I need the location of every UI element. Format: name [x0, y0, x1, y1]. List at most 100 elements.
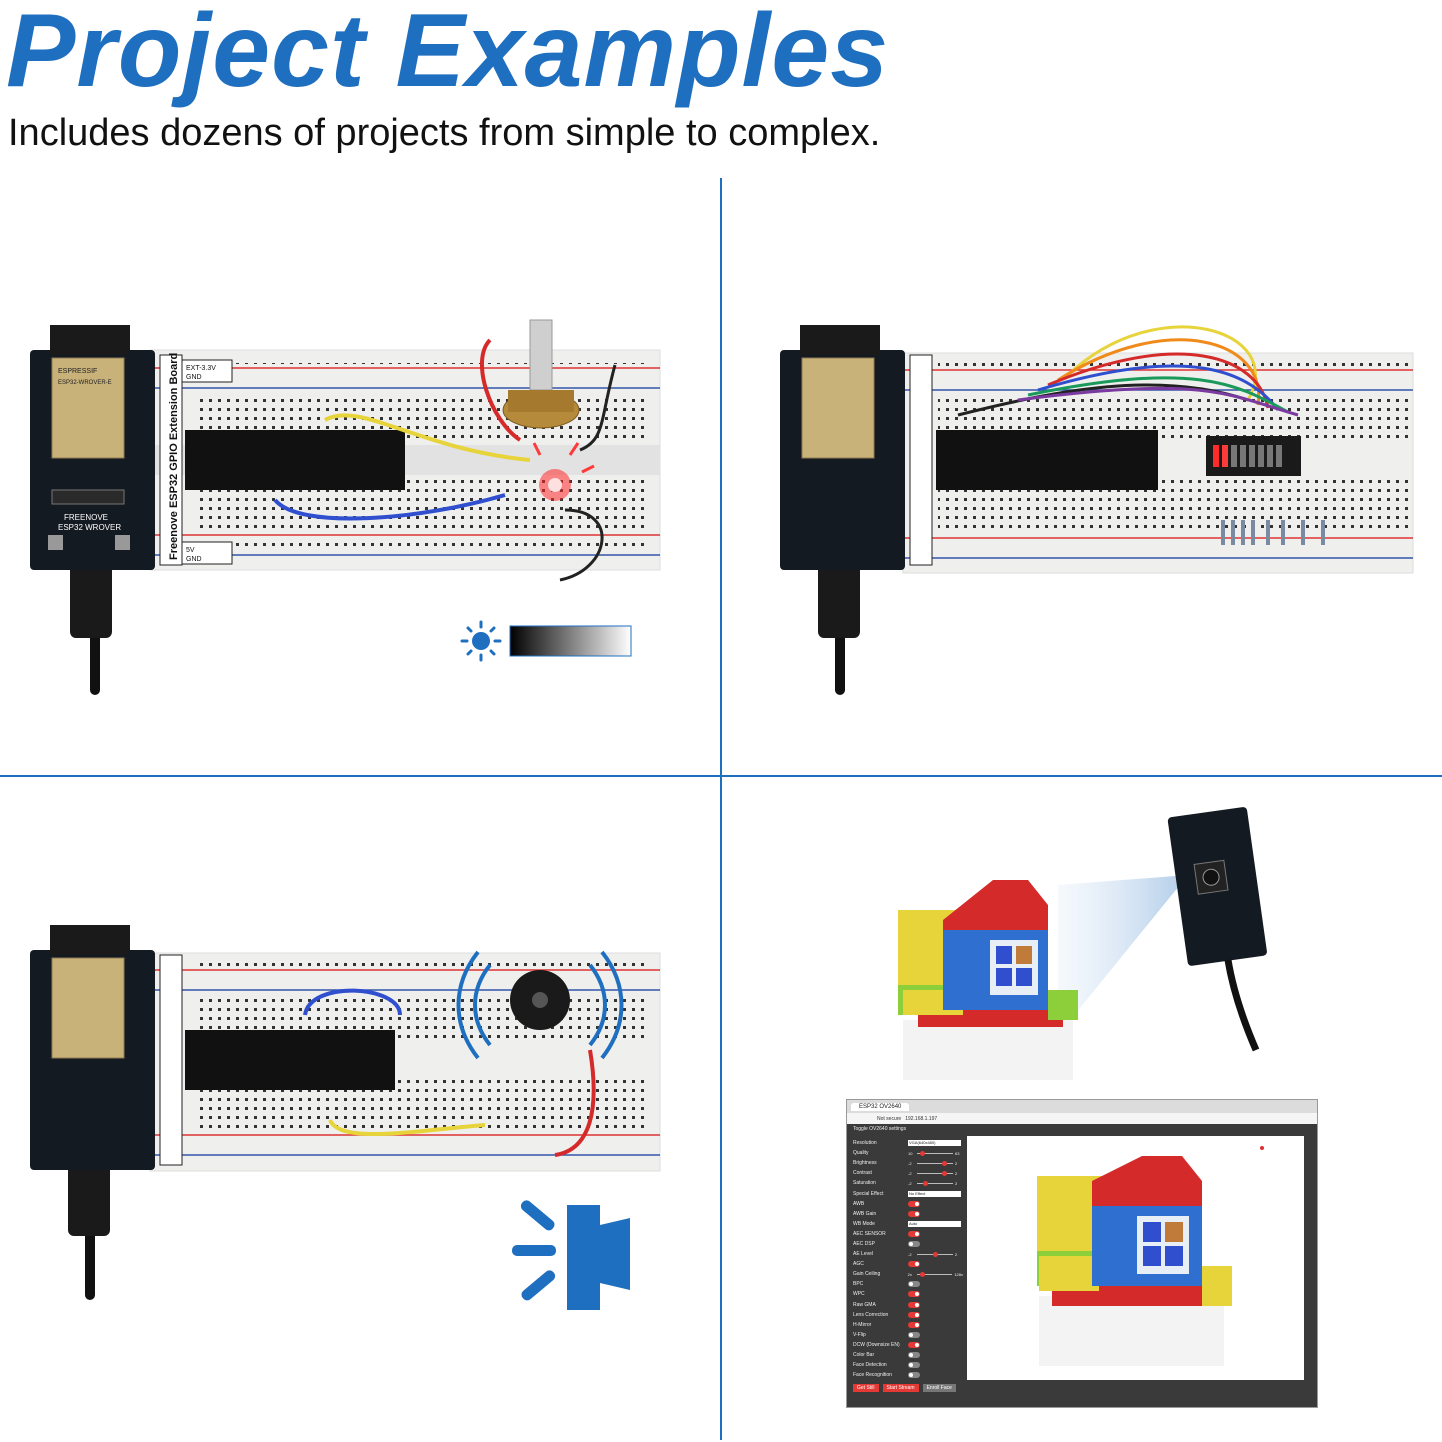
slider-knob[interactable] [920, 1150, 926, 1156]
setting-toggle[interactable] [908, 1331, 920, 1338]
slider-knob[interactable] [941, 1170, 947, 1176]
setting-slider[interactable] [916, 1271, 953, 1277]
esp32-cam-board [1167, 807, 1267, 966]
setting-toggle[interactable] [908, 1230, 920, 1237]
setting-label: V-Flip [853, 1331, 866, 1338]
setting-label: Contrast [853, 1170, 872, 1177]
toggle-knob [915, 1292, 919, 1297]
toggle-knob [915, 1312, 919, 1317]
setting-label: Quality [853, 1150, 869, 1157]
settings-title[interactable]: Toggle OV2640 settings [853, 1126, 907, 1132]
start-stream-button[interactable]: Start Stream [882, 1384, 919, 1392]
setting-toggle[interactable] [908, 1362, 920, 1369]
wire-yellow [324, 413, 531, 462]
setting-label: AEC SENSOR [853, 1230, 886, 1237]
panel-led-bar [780, 325, 1414, 695]
setting-select[interactable]: Auto [908, 1220, 961, 1227]
setting-label: Brightness [853, 1160, 877, 1167]
setting-row: Face Detection [853, 1360, 963, 1370]
led-rays [532, 442, 595, 474]
slider-max: 2 [955, 1251, 958, 1257]
slider-knob[interactable] [919, 1271, 925, 1277]
maker-text: FREENOVE [64, 513, 108, 522]
get-still-button[interactable]: Get Still [853, 1384, 879, 1392]
slider-knob[interactable] [941, 1160, 947, 1166]
led [548, 478, 562, 492]
setting-label: Raw GMA [853, 1301, 876, 1308]
setting-row: AEC SENSOR [853, 1229, 963, 1239]
setting-label: AGC [853, 1261, 864, 1268]
panel-potentiometer-led: ESPRESSIF ESP32-WROVER-E FREENOVE ESP32 … [30, 319, 661, 695]
sun-icon [460, 620, 502, 662]
setting-row: AEC DSP [853, 1239, 963, 1249]
setting-slider[interactable] [917, 1180, 953, 1186]
usb-plug [70, 558, 112, 638]
setting-slider[interactable] [917, 1170, 953, 1176]
toggle-knob [915, 1201, 919, 1206]
toggle-knob [909, 1332, 913, 1337]
speaker-icon [512, 1200, 630, 1310]
browser-tab-bar: ESP32 OV2640 [847, 1100, 1317, 1113]
page-subtitle: Includes dozens of projects from simple … [8, 112, 881, 154]
esp32-board: ESPRESSIF ESP32-WROVER-E FREENOVE ESP32 … [30, 325, 155, 570]
setting-label: Special Effect [853, 1190, 884, 1197]
toggle-knob [909, 1363, 913, 1368]
setting-toggle[interactable] [908, 1372, 920, 1379]
setting-toggle[interactable] [908, 1291, 920, 1298]
setting-row: Face Recognition [853, 1370, 963, 1380]
setting-row: AGC [853, 1259, 963, 1269]
setting-select[interactable]: No Effect [908, 1190, 961, 1197]
camera-view-beam [1058, 875, 1188, 1035]
setting-label: Lens Correction [853, 1311, 889, 1318]
toggle-knob [909, 1373, 913, 1378]
slider-knob[interactable] [923, 1180, 929, 1186]
wire-black [579, 364, 617, 452]
slider-max: 2 [955, 1180, 958, 1186]
setting-toggle[interactable] [908, 1321, 920, 1328]
setting-row: Lens Correction [853, 1310, 963, 1320]
setting-slider[interactable] [917, 1160, 953, 1166]
potentiometer [502, 319, 580, 429]
setting-toggle[interactable] [908, 1200, 920, 1207]
setting-label: DCW (Downsize EN) [853, 1341, 900, 1348]
setting-toggle[interactable] [908, 1311, 920, 1318]
address-bar[interactable]: Not secure 192.168.1.197 [847, 1113, 1317, 1124]
buzzer [510, 970, 570, 1030]
browser-tab[interactable]: ESP32 OV2640 [851, 1102, 910, 1111]
setting-toggle[interactable] [908, 1210, 920, 1217]
setting-row: DCW (Downsize EN) [853, 1340, 963, 1350]
toggle-knob [915, 1262, 919, 1267]
setting-toggle[interactable] [908, 1240, 920, 1247]
setting-label: Face Recognition [853, 1372, 892, 1379]
panel-camera [898, 807, 1267, 1080]
setting-row: WPC [853, 1289, 963, 1299]
slider-min: -2 [908, 1170, 912, 1176]
setting-toggle[interactable] [908, 1352, 920, 1359]
lego-house [898, 880, 1078, 1080]
setting-toggle[interactable] [908, 1281, 920, 1288]
setting-toggle[interactable] [908, 1301, 920, 1308]
slider-max: 63 [955, 1150, 960, 1156]
setting-label: WB Mode [853, 1220, 875, 1227]
brand-text: ESPRESSIF [58, 368, 97, 375]
setting-toggle[interactable] [908, 1341, 920, 1348]
setting-slider[interactable] [917, 1251, 953, 1257]
setting-label: AWB [853, 1200, 865, 1207]
setting-slider[interactable] [917, 1150, 953, 1156]
setting-select[interactable]: VGA(640x480) [908, 1140, 961, 1147]
pin-ext-label: EXT-3.3V [186, 365, 216, 372]
slider-knob[interactable] [932, 1251, 938, 1257]
setting-label: Resolution [853, 1140, 877, 1147]
enroll-face-button[interactable]: Enroll Face [922, 1384, 956, 1392]
setting-row: Color Bar [853, 1350, 963, 1360]
slider-max: 128x [954, 1271, 963, 1277]
wire-red [480, 338, 522, 442]
setting-row: WB Mode Auto [853, 1219, 963, 1229]
setting-toggle[interactable] [908, 1261, 920, 1268]
extension-label: Freenove ESP32 GPIO Extension Board [168, 353, 180, 560]
